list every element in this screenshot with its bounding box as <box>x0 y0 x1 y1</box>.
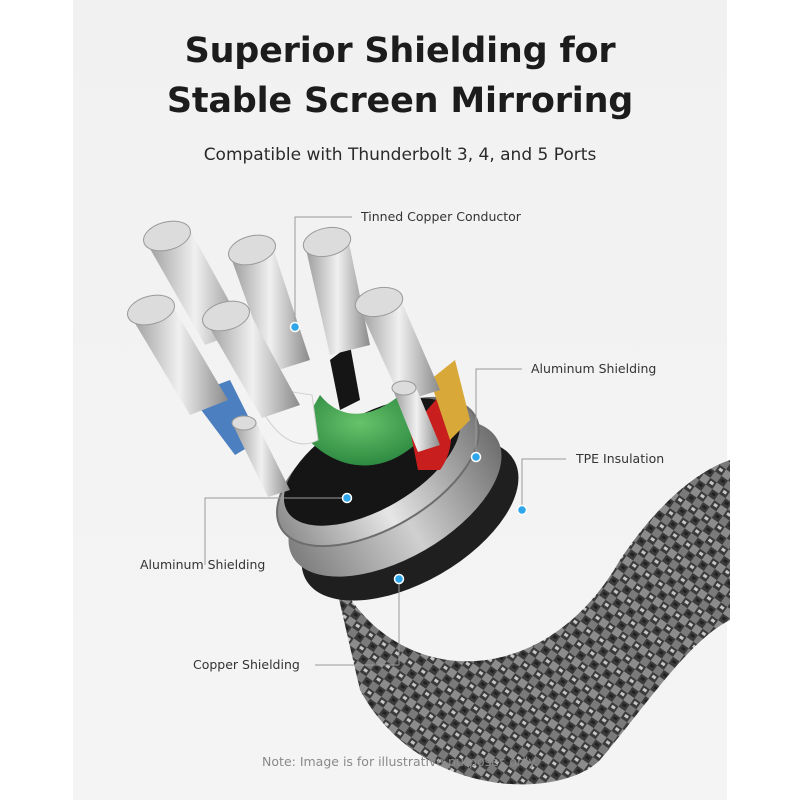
subtitle: Compatible with Thunderbolt 3, 4, and 5 … <box>203 145 597 165</box>
callout-dot <box>470 451 482 463</box>
black-wire <box>330 345 360 410</box>
callout-dot <box>393 573 405 585</box>
label-aluminum-shielding-right: Aluminum Shielding <box>531 361 657 376</box>
label-tpe-insulation: TPE Insulation <box>576 451 665 466</box>
gold-wire <box>430 360 470 440</box>
label-aluminum-shielding-left: Aluminum Shielding <box>140 557 266 572</box>
strand-bundles <box>127 220 440 497</box>
braided-jacket <box>330 460 730 785</box>
label-tinned-copper-conductor: Tinned Copper Conductor <box>361 209 521 224</box>
callout-dot <box>289 321 301 333</box>
headline-line-1: Superior Shielding for <box>184 31 616 71</box>
green-wire <box>300 395 420 466</box>
disclaimer-note: Note: Image is for illustrative purposes… <box>262 754 538 769</box>
label-copper-shielding: Copper Shielding <box>193 657 300 672</box>
callout-dot <box>341 492 353 504</box>
callout-dot <box>516 504 528 516</box>
headline-line-2: Stable Screen Mirroring <box>166 81 634 121</box>
callout-lines <box>204 216 566 666</box>
